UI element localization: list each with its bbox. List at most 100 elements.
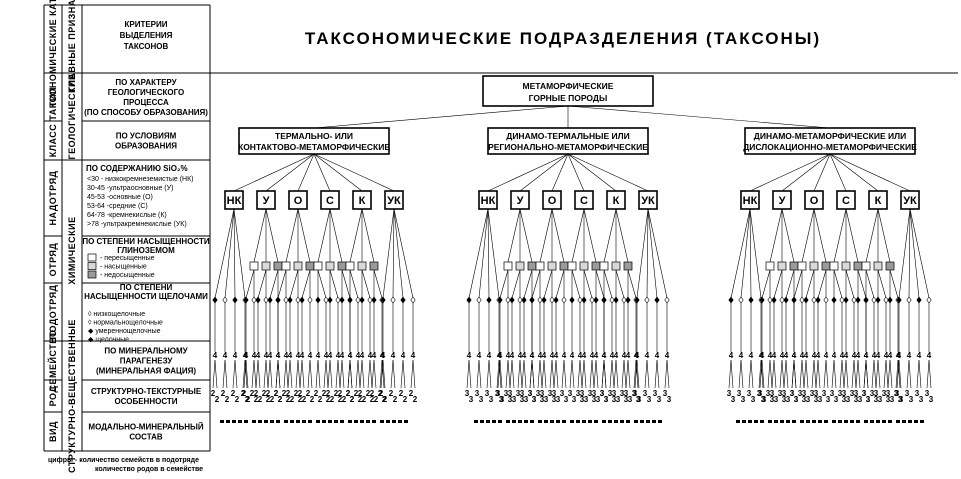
genus-count: 3 (552, 389, 557, 398)
species-mark (576, 420, 580, 423)
family-to-genus-line (865, 359, 869, 389)
species-mark (550, 420, 554, 423)
family-to-genus-line (222, 359, 226, 389)
genus-count: 3 (528, 389, 533, 398)
genus-count: 3 (608, 389, 613, 398)
family-to-genus-line (577, 359, 581, 389)
family-count: 4 (729, 351, 734, 360)
family-count: 4 (872, 351, 877, 360)
criteria-suborder-title: НАСЫЩЕННОСТИ ЩЕЛОЧАМИ (84, 292, 208, 301)
family-count: 4 (380, 351, 385, 360)
order-square (559, 261, 569, 271)
order-square (325, 261, 335, 271)
criteria-type: ПО ХАРАКТЕРУ (115, 78, 177, 87)
order-to-suborder-line (543, 269, 553, 299)
family-to-genus-line (497, 359, 501, 389)
species-mark (296, 420, 300, 423)
class-to-superorder-line (749, 153, 831, 192)
family-to-genus-line (769, 359, 773, 389)
order-to-suborder-line (349, 269, 359, 299)
class-to-superorder-line (233, 153, 315, 192)
class-label-line1: ДИНАМО-ТЕРМАЛЬНЫЕ ИЛИ (506, 131, 629, 141)
criteria-superorder-item: 53-64 -средние (С) (87, 203, 148, 210)
species-mark (366, 420, 370, 423)
family-count: 4 (804, 351, 809, 360)
superorder-to-order-line (833, 208, 847, 263)
criteria-superorder-item: 64-78 -кремнекислые (К) (87, 212, 167, 219)
genus-count: 3 (496, 389, 501, 398)
family-to-genus-line (897, 359, 901, 389)
family-to-genus-line (253, 359, 257, 389)
family-to-genus-line (664, 359, 668, 389)
order-to-suborder-line (393, 208, 404, 299)
genus-count: 3 (782, 389, 787, 398)
family-to-genus-line (779, 359, 783, 389)
family-to-genus-line (799, 359, 803, 389)
order-to-suborder-line (793, 269, 803, 299)
species-mark (380, 420, 384, 423)
family-count: 4 (610, 351, 615, 360)
species-mark (824, 420, 828, 423)
genus-count: 2 (383, 395, 388, 404)
superorder-code: К (875, 195, 882, 207)
family-to-genus-line (335, 359, 339, 389)
family-to-genus-line (323, 359, 327, 389)
table-frame (43, 4, 958, 452)
species-mark (404, 420, 408, 423)
genus-count: 2 (231, 389, 236, 398)
species-mark (774, 420, 778, 423)
suborder-diamond (738, 296, 744, 304)
family-count: 4 (896, 351, 901, 360)
order-to-suborder-line (627, 269, 637, 299)
category-label: КЛАСС (48, 124, 58, 158)
suborder-diamond (855, 296, 861, 304)
order-square (861, 261, 871, 271)
genus-count: 3 (532, 395, 537, 404)
genus-count: 3 (862, 389, 867, 398)
criteria-family: ПАРАГЕНЕЗУ (120, 357, 174, 366)
order-square (829, 261, 839, 271)
family-count: 4 (308, 351, 313, 360)
suborder-diamond (926, 296, 932, 304)
criteria-type: (ПО СПОСОБУ ОБРАЗОВАНИЯ) (84, 108, 208, 117)
suborder-diamond (664, 296, 670, 304)
order-to-suborder-line (487, 208, 490, 299)
family-to-genus-line (583, 359, 587, 389)
family-to-genus-line (507, 359, 511, 389)
family-count: 4 (276, 351, 281, 360)
order-square (765, 261, 775, 271)
genus-count: 3 (612, 395, 617, 404)
order-to-suborder-line (257, 269, 267, 299)
species-mark (754, 420, 758, 423)
suborder-diamond (486, 296, 492, 304)
suborder-diamond (906, 296, 912, 304)
genus-count: 3 (818, 395, 823, 404)
family-to-genus-line (895, 359, 899, 389)
family-to-genus-line (873, 359, 877, 389)
suborder-diamond (410, 296, 416, 304)
species-mark (658, 420, 662, 423)
order-to-suborder-line (595, 269, 605, 299)
family-to-genus-line (883, 359, 887, 389)
feature-label: ГЕОЛОГИЧЕСКИЕ (67, 73, 77, 159)
superorder-to-order-line (781, 208, 795, 263)
family-count: 4 (816, 351, 821, 360)
genus-count: 3 (475, 389, 480, 398)
order-to-suborder-line (393, 208, 414, 299)
family-count: 4 (590, 351, 595, 360)
genus-count: 3 (834, 395, 839, 404)
genus-count: 2 (393, 395, 398, 404)
family-to-genus-line (499, 359, 503, 389)
family-to-genus-line (593, 359, 597, 389)
family-to-genus-line (831, 359, 835, 389)
species-mark (284, 420, 288, 423)
family-to-genus-line (728, 359, 732, 389)
order-to-suborder-line (908, 208, 911, 299)
superorder-to-order-line (361, 208, 375, 263)
order-square (547, 261, 557, 271)
superorder-code: УК (641, 195, 655, 207)
class-to-superorder-line (813, 153, 831, 192)
superorder-to-order-line (801, 208, 815, 263)
class-to-superorder-line (297, 153, 315, 192)
